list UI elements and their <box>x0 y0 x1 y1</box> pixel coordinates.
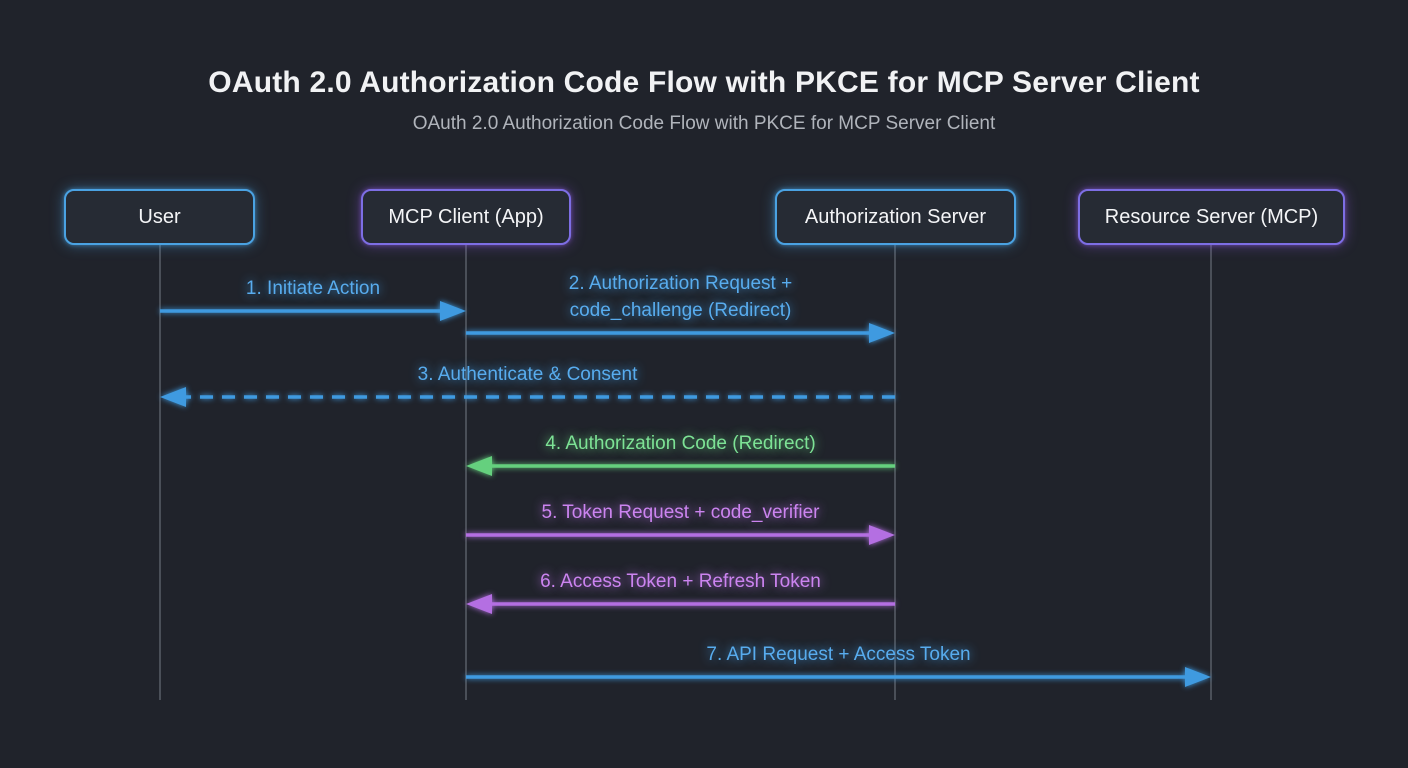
arrowhead-icon <box>440 301 466 321</box>
message-label-7: 7. API Request + Access Token <box>706 644 971 666</box>
actor-label: User <box>138 205 181 228</box>
arrowhead-icon <box>1185 667 1211 687</box>
message-label-3: 3. Authenticate & Consent <box>417 364 638 386</box>
actor-box-user: User <box>64 189 255 245</box>
actor-box-mcp-client-app: MCP Client (App) <box>361 189 571 245</box>
message-label-2: 2. Authorization Request + code_challeng… <box>568 273 793 322</box>
message-label-1: 1. Initiate Action <box>245 278 381 300</box>
arrowhead-icon <box>869 525 895 545</box>
arrowhead-icon <box>869 323 895 343</box>
diagram-subtitle: OAuth 2.0 Authorization Code Flow with P… <box>412 113 996 134</box>
message-label-6: 6. Access Token + Refresh Token <box>540 571 821 593</box>
message-label-4: 4. Authorization Code (Redirect) <box>545 433 816 455</box>
actor-label: Resource Server (MCP) <box>1104 205 1319 228</box>
message-label-5: 5. Token Request + code_verifier <box>541 502 820 524</box>
arrowhead-icon <box>466 456 492 476</box>
arrowhead-icon <box>466 594 492 614</box>
arrowhead-icon <box>160 387 186 407</box>
actor-label: Authorization Server <box>804 205 987 228</box>
diagram-title: OAuth 2.0 Authorization Code Flow with P… <box>208 66 1200 99</box>
actor-label: MCP Client (App) <box>388 205 544 228</box>
actor-box-authorization-server: Authorization Server <box>775 189 1016 245</box>
actor-box-resource-server-mcp: Resource Server (MCP) <box>1078 189 1345 245</box>
